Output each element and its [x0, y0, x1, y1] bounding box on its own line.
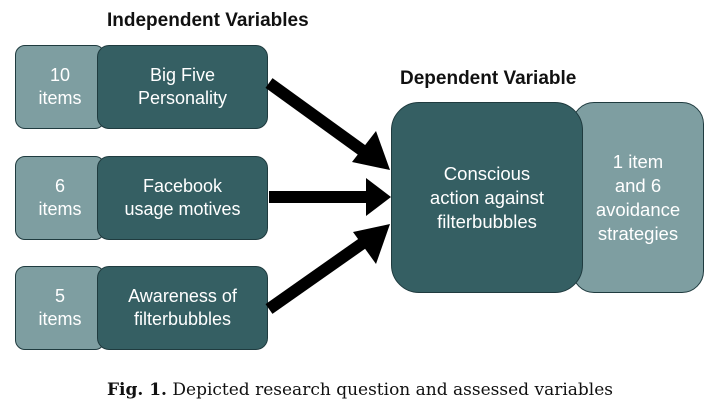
items-count-box-personality: 10 items	[15, 45, 105, 129]
arrow-motives-to-action	[269, 178, 391, 216]
construct-box-awareness: Awareness of filterbubbles	[97, 266, 268, 350]
items-count-box-awareness: 5 items	[15, 266, 105, 350]
figure-caption-label: Fig. 1.	[106, 380, 167, 400]
arrow-awareness-to-action	[265, 224, 390, 314]
items-count-box-motives: 6 items	[15, 156, 105, 240]
dependent-variable-heading: Dependent Variable	[400, 68, 577, 89]
figure-caption: Fig. 1. Depicted research question and a…	[0, 380, 720, 400]
dependent-measure-box: 1 item and 6 avoidance strategies	[572, 102, 704, 293]
independent-variables-heading: Independent Variables	[107, 10, 309, 31]
figure-caption-text: Depicted research question and assessed …	[172, 380, 614, 400]
arrow-personality-to-action	[265, 78, 390, 170]
construct-box-motives: Facebook usage motives	[97, 156, 268, 240]
dependent-construct-box: Conscious action against filterbubbles	[391, 102, 583, 293]
construct-box-personality: Big Five Personality	[97, 45, 268, 129]
